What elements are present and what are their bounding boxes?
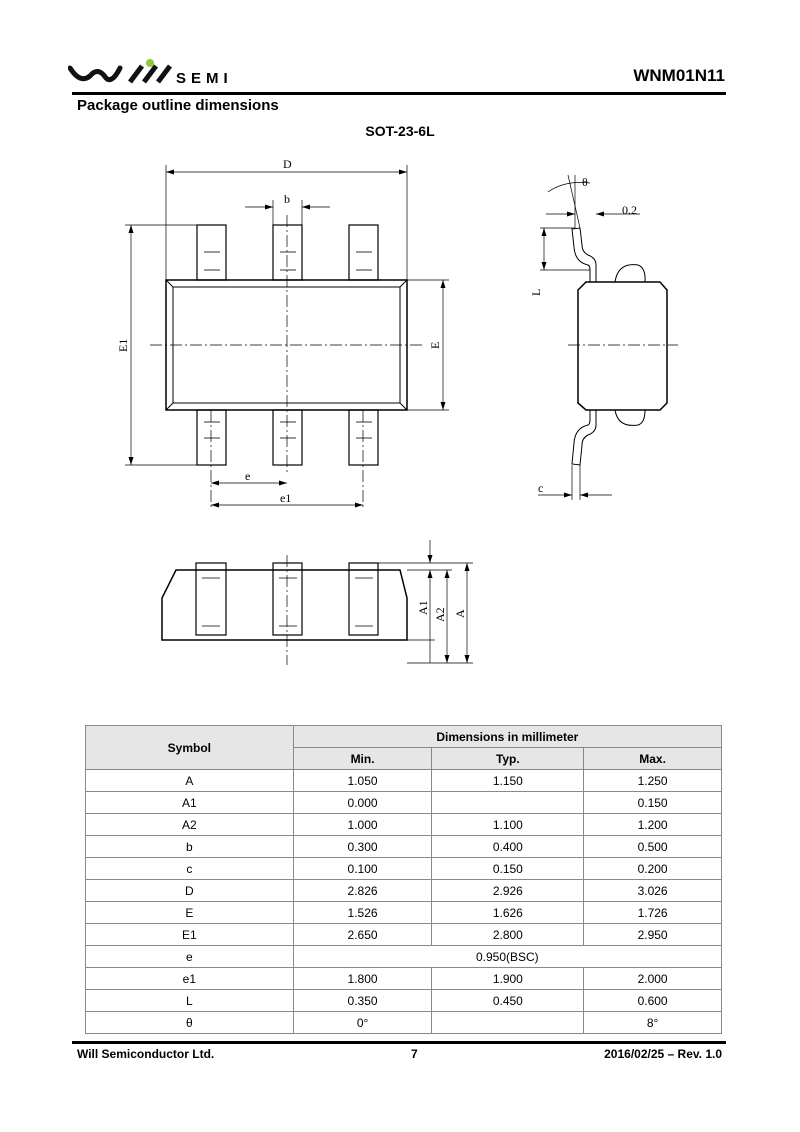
cell-min: 2.650	[292, 923, 433, 946]
cell-max: 1.726	[583, 901, 722, 924]
cell-symbol: θ	[85, 1011, 294, 1034]
section-title: Package outline dimensions	[77, 97, 279, 114]
cell-typ: 1.626	[431, 901, 585, 924]
footer-rule	[72, 1041, 726, 1044]
cell-symbol: e1	[85, 967, 294, 990]
cell-max: 3.026	[583, 879, 722, 902]
cell-max: 1.200	[583, 813, 722, 836]
header-rule	[72, 92, 726, 95]
cell-max: 1.250	[583, 769, 722, 792]
col-typ: Typ.	[431, 747, 585, 770]
footer-date-rev: 2016/02/25 – Rev. 1.0	[604, 1047, 722, 1061]
cell-typ	[431, 1011, 585, 1034]
cell-min: 0.350	[292, 989, 433, 1012]
cell-min: 0.100	[292, 857, 433, 880]
cell-max: 0.600	[583, 989, 722, 1012]
cell-min: 0.000	[292, 791, 433, 814]
cell-max: 0.150	[583, 791, 722, 814]
side-view: θ 0.2 L c	[529, 174, 678, 500]
label-lead-gauge: 0.2	[622, 203, 637, 217]
cell-typ: 1.150	[431, 769, 585, 792]
cell-min: 0°	[292, 1011, 433, 1034]
cell-typ: 1.100	[431, 813, 585, 836]
label-D: D	[283, 157, 292, 171]
cell-min: 2.826	[292, 879, 433, 902]
cell-max: 2.000	[583, 967, 722, 990]
package-outline-drawing: D b E1 E e e1 θ 0.2 L	[116, 157, 678, 665]
cell-symbol: b	[85, 835, 294, 858]
cell-symbol: c	[85, 857, 294, 880]
cell-symbol: E1	[85, 923, 294, 946]
cell-typ: 2.800	[431, 923, 585, 946]
cell-max: 8°	[583, 1011, 722, 1034]
label-E1: E1	[116, 339, 130, 352]
cell-symbol: A	[85, 769, 294, 792]
cell-typ: 2.926	[431, 879, 585, 902]
footer-company: Will Semiconductor Ltd.	[77, 1047, 215, 1061]
symbol-header: Symbol	[85, 725, 294, 770]
group-header: Dimensions in millimeter	[292, 725, 723, 748]
cell-min: 1.526	[292, 901, 433, 924]
cell-typ: 0.400	[431, 835, 585, 858]
label-A2: A2	[433, 607, 447, 622]
document-id: WNM01N11	[633, 66, 725, 85]
cell-symbol: E	[85, 901, 294, 924]
cell-symbol: A1	[85, 791, 294, 814]
cell-symbol: A2	[85, 813, 294, 836]
cell-min: 1.050	[292, 769, 433, 792]
cell-span: 0.950(BSC)	[292, 945, 723, 968]
front-view: A1 A2 A	[161, 540, 473, 665]
label-E: E	[428, 342, 442, 349]
cell-min: 0.300	[292, 835, 433, 858]
cell-typ: 1.900	[431, 967, 585, 990]
label-A: A	[453, 609, 467, 618]
top-view: D b E1 E e e1	[116, 157, 449, 510]
label-e1: e1	[280, 491, 291, 505]
col-max: Max.	[583, 747, 722, 770]
will-semi-logo	[68, 59, 172, 84]
cell-symbol: L	[85, 989, 294, 1012]
label-e: e	[245, 469, 250, 483]
cell-typ	[431, 791, 585, 814]
cell-max: 2.950	[583, 923, 722, 946]
cell-min: 1.000	[292, 813, 433, 836]
cell-max: 0.200	[583, 857, 722, 880]
cell-symbol: e	[85, 945, 294, 968]
cell-typ: 0.150	[431, 857, 585, 880]
cell-typ: 0.450	[431, 989, 585, 1012]
cell-min: 1.800	[292, 967, 433, 990]
label-L: L	[529, 289, 543, 296]
brand-text: SEMI	[176, 70, 233, 87]
cell-max: 0.500	[583, 835, 722, 858]
label-A1: A1	[416, 600, 430, 615]
col-min: Min.	[292, 747, 433, 770]
package-name: SOT-23-6L	[365, 123, 435, 139]
footer-page: 7	[411, 1047, 418, 1061]
label-b: b	[284, 192, 290, 206]
label-theta: θ	[582, 175, 588, 189]
dimensions-table: Symbol Dimensions in millimeter Min. Typ…	[85, 725, 723, 1034]
cell-symbol: D	[85, 879, 294, 902]
label-c: c	[538, 481, 543, 495]
